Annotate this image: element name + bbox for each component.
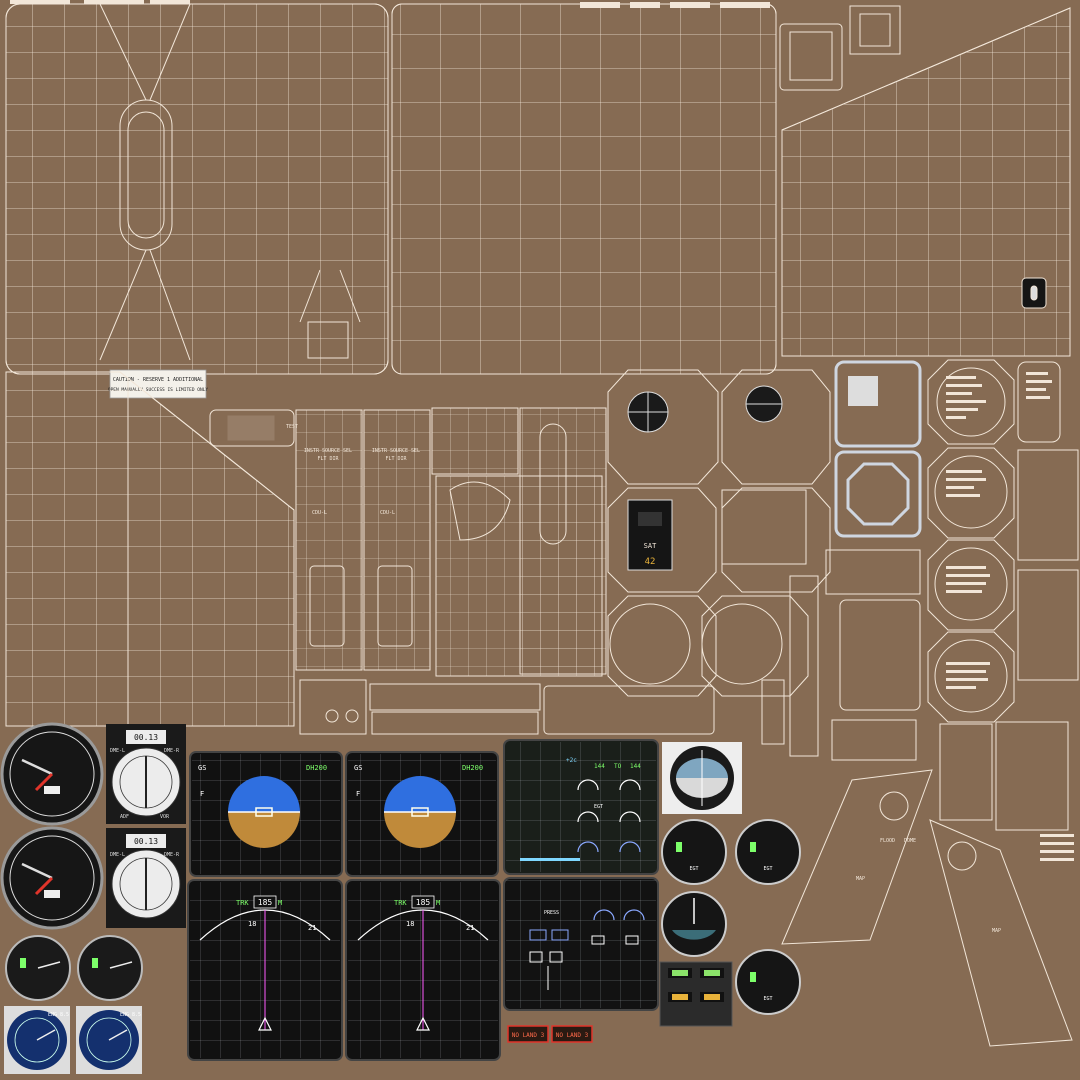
wire-gray-modules	[834, 360, 922, 538]
wire-panel-text-blocks	[946, 372, 1052, 689]
instr-source-label-right: INSTR SOURCE SEL	[372, 448, 420, 454]
alert-no-land-right: NO LAND 3	[556, 1032, 589, 1039]
pfd-left-gs: GS	[198, 764, 206, 772]
nd-left-tick-21: 21	[308, 924, 316, 932]
nd-left-trk: TRK	[236, 899, 249, 907]
pfd-right: GS DH200 F	[345, 751, 499, 877]
nd-right: TRK 185 M 18 21	[345, 879, 501, 1061]
nd-right-trk: TRK	[394, 899, 407, 907]
engine-gauge-3-label: EGT	[763, 996, 772, 1002]
wire-top-strips	[10, 0, 770, 8]
dome-label: DOME	[904, 838, 916, 844]
wire-panel-top-right	[779, 5, 1071, 357]
wire-panel-top-left	[5, 3, 389, 375]
engine-gauge-1-label: EGT	[689, 866, 698, 872]
eicas-lower: PRESS	[503, 877, 659, 1011]
nd-right-heading: 185	[416, 898, 431, 907]
nd-left-heading: 185	[258, 898, 273, 907]
engine-gauge-2-label: EGT	[763, 866, 772, 872]
map-label-right: MAP	[992, 928, 1001, 934]
rmi-bottom-dme-l: DME-L	[110, 852, 125, 858]
wire-panel-top-middle	[391, 3, 777, 375]
small-gauges-left	[5, 935, 143, 1001]
rmi-bottom: 00.13 DME-L DME-R	[106, 828, 186, 928]
clock-label: SAT	[644, 542, 657, 550]
wire-bottom-right-strips	[1040, 834, 1074, 861]
eicas-press-label: PRESS	[544, 910, 559, 916]
rmi-bottom-dme-r: DME-R	[164, 852, 180, 858]
eicas-upper: +2c TO 144 144 EGT	[503, 739, 659, 875]
nd-right-tick-21: 21	[466, 924, 474, 932]
eicas-egt-label: EGT	[594, 804, 603, 810]
rmi-top-dme-value: 00.13	[134, 733, 158, 742]
test-label: TEST	[286, 424, 298, 430]
airspeed-indicator-bottom	[0, 826, 104, 930]
flt-dir-label-right: FLT DIR	[385, 456, 407, 462]
rmi-top: 00.13 DME-L DME-R ADF VOR	[106, 724, 186, 824]
wire-light-panels: MAP MAP FLOOD DOME	[781, 769, 1073, 1047]
flood-label: FLOOD	[880, 838, 895, 844]
clock-display: SAT 42	[638, 512, 662, 567]
pfd-right-f: F	[356, 790, 360, 798]
alert-annunciators: NO LAND 3 NO LAND 3	[507, 1025, 593, 1043]
wire-center-modules	[209, 407, 715, 735]
placard-line2: OPEN MANUALLY SUCCESS IS LIMITED ONLY	[108, 387, 209, 393]
rmi-top-dme-r: DME-R	[164, 748, 180, 754]
nd-left-tick-18: 18	[248, 920, 256, 928]
eng-label-left: ENG 8.5	[48, 1012, 69, 1018]
nd-right-tick-18: 18	[406, 920, 414, 928]
pfd-left-f: F	[200, 790, 204, 798]
rmi-top-vor: VOR	[160, 814, 170, 820]
eicas-n1-right: 144	[630, 763, 641, 770]
nd-right-mag: M	[436, 899, 440, 907]
wire-right-round-modules	[761, 359, 1079, 831]
eicas-n1-left: 144	[594, 763, 605, 770]
rmi-top-adf: ADF	[120, 814, 129, 820]
airspeed-indicator-top	[0, 722, 104, 826]
pfd-left: GS DH200 F	[189, 751, 343, 877]
pfd-left-alt: DH200	[306, 764, 327, 772]
pfd-right-gs: GS	[354, 764, 362, 772]
instr-source-label-left: INSTR SOURCE SEL	[304, 448, 352, 454]
map-label-left: MAP	[856, 876, 865, 882]
placard-line1: CAUTION - RESERVE 1 ADDITIONAL	[113, 377, 203, 383]
cdu-l-label-right: CDU-L	[380, 510, 395, 516]
pfd-right-alt: DH200	[462, 764, 483, 772]
flt-dir-label-left: FLT DIR	[317, 456, 339, 462]
fuel-panel-display	[659, 961, 733, 1027]
rmi-bottom-dme-value: 00.13	[134, 837, 158, 846]
standby-attitude	[662, 742, 742, 814]
wire-instrument-housings	[607, 369, 831, 697]
nd-left-mag: M	[278, 899, 282, 907]
instr-source-panel-labels: INSTR SOURCE SEL FLT DIR INSTR SOURCE SE…	[286, 424, 420, 516]
clock-value: 42	[645, 557, 656, 567]
wire-panel-bottom-left	[5, 371, 295, 727]
eicas-tat: +2c	[566, 757, 577, 764]
eng-label-right: ENG 8.5	[120, 1012, 141, 1018]
eicas-to: TO	[614, 763, 622, 770]
nd-left: TRK 185 M 18 21	[187, 879, 343, 1061]
alert-no-land-left: NO LAND 3	[512, 1032, 545, 1039]
cdu-l-label-left: CDU-L	[312, 510, 327, 516]
engine-gauge-row: EGT EGT EGT	[661, 819, 801, 1015]
rmi-top-dme-l: DME-L	[110, 748, 125, 754]
standby-compass-pair: ENG 8.5 ENG 8.5	[4, 1006, 142, 1074]
